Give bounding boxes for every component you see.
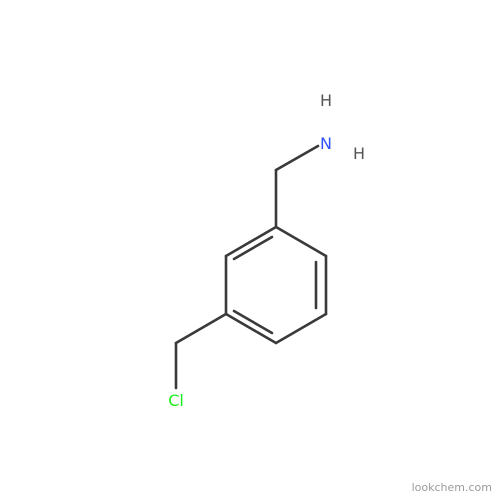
chloromethyl-bond [174,312,228,345]
nitrogen-atom-label: N [320,134,332,153]
ring-double-bond [232,235,274,261]
ring-bond [274,312,328,345]
chlorine-atom-label: Cl [168,391,184,410]
ring-bond [274,225,328,258]
hydrogen-atom-label: H [353,144,365,163]
hydrogen-atom-label: H [320,91,332,110]
ring-bond [224,225,278,258]
watermark: lookchem.com [411,481,492,494]
amine-bond [274,144,320,172]
ring-double-bond [232,309,274,335]
ring-bond [224,312,278,345]
